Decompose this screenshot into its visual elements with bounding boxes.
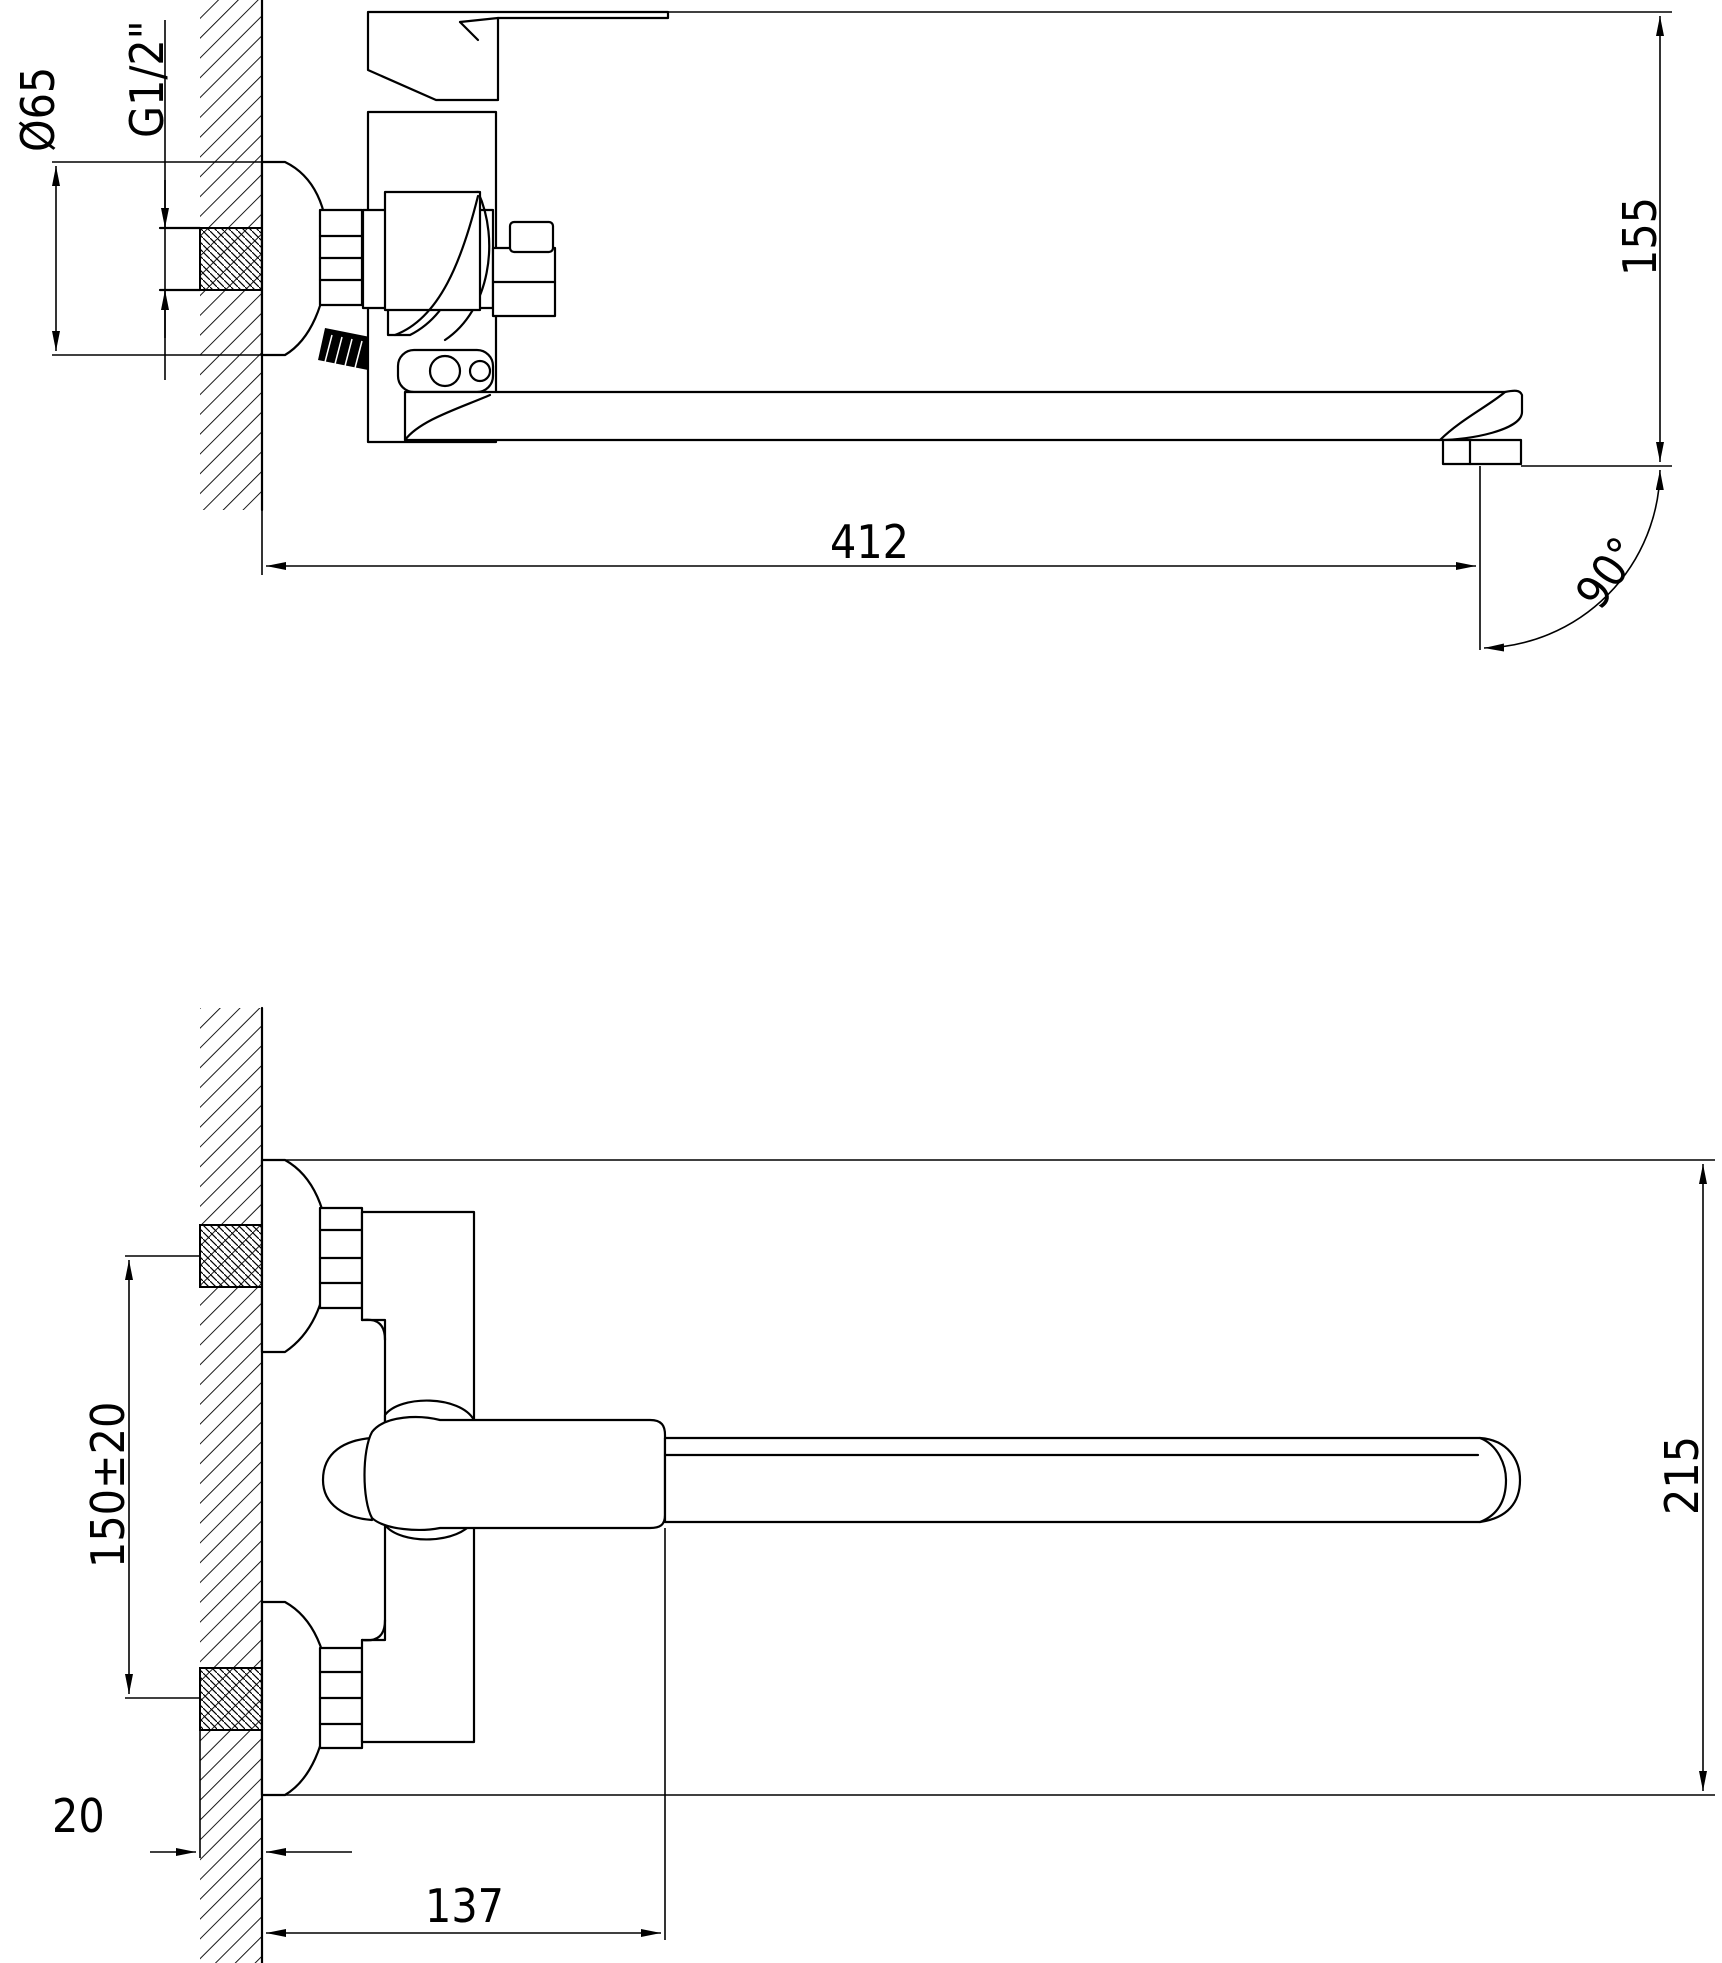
dimension-thread: G1/2" [120,20,174,380]
front-view: 150±20 215 20 137 [52,1006,1715,1963]
escutcheon-upper [260,1158,330,1354]
escutcheon-top [260,160,330,357]
dimension-angle: 90° [1483,469,1664,652]
dimension-spacing: 150±20 [81,1255,200,1699]
label-angle: 90° [1565,527,1651,618]
dimension-diameter: Ø65 [11,67,262,356]
dimension-offset: 20 [52,1730,352,1858]
label-offset: 20 [52,1789,105,1843]
threaded-pipe-top [199,227,263,291]
dimension-length: 412 [261,466,1481,650]
mixer-body-top [361,110,557,444]
escutcheon-lower [260,1600,330,1797]
label-height-top: 155 [1613,197,1667,276]
top-view: Ø65 G1/2" 155 412 90° [11,0,1672,652]
threaded-pipe-upper [199,1224,263,1288]
label-depth: 137 [425,1879,504,1933]
spout-top [403,389,1524,466]
wall-hatch-front [200,1008,262,1963]
dimension-height-front: 215 [262,1159,1715,1796]
label-height-front: 215 [1655,1436,1709,1515]
threaded-pipe-lower [199,1667,263,1731]
lever-handle-top [366,10,670,102]
label-diameter: Ø65 [11,67,65,152]
dimension-depth: 137 [266,1528,666,1940]
mixer-handle-front [321,1399,667,1541]
label-spacing: 150±20 [81,1402,135,1568]
label-thread: G1/2" [120,20,174,138]
spout-front [663,1436,1522,1524]
label-length: 412 [830,515,909,569]
dimension-height-top: 155 [668,11,1672,467]
